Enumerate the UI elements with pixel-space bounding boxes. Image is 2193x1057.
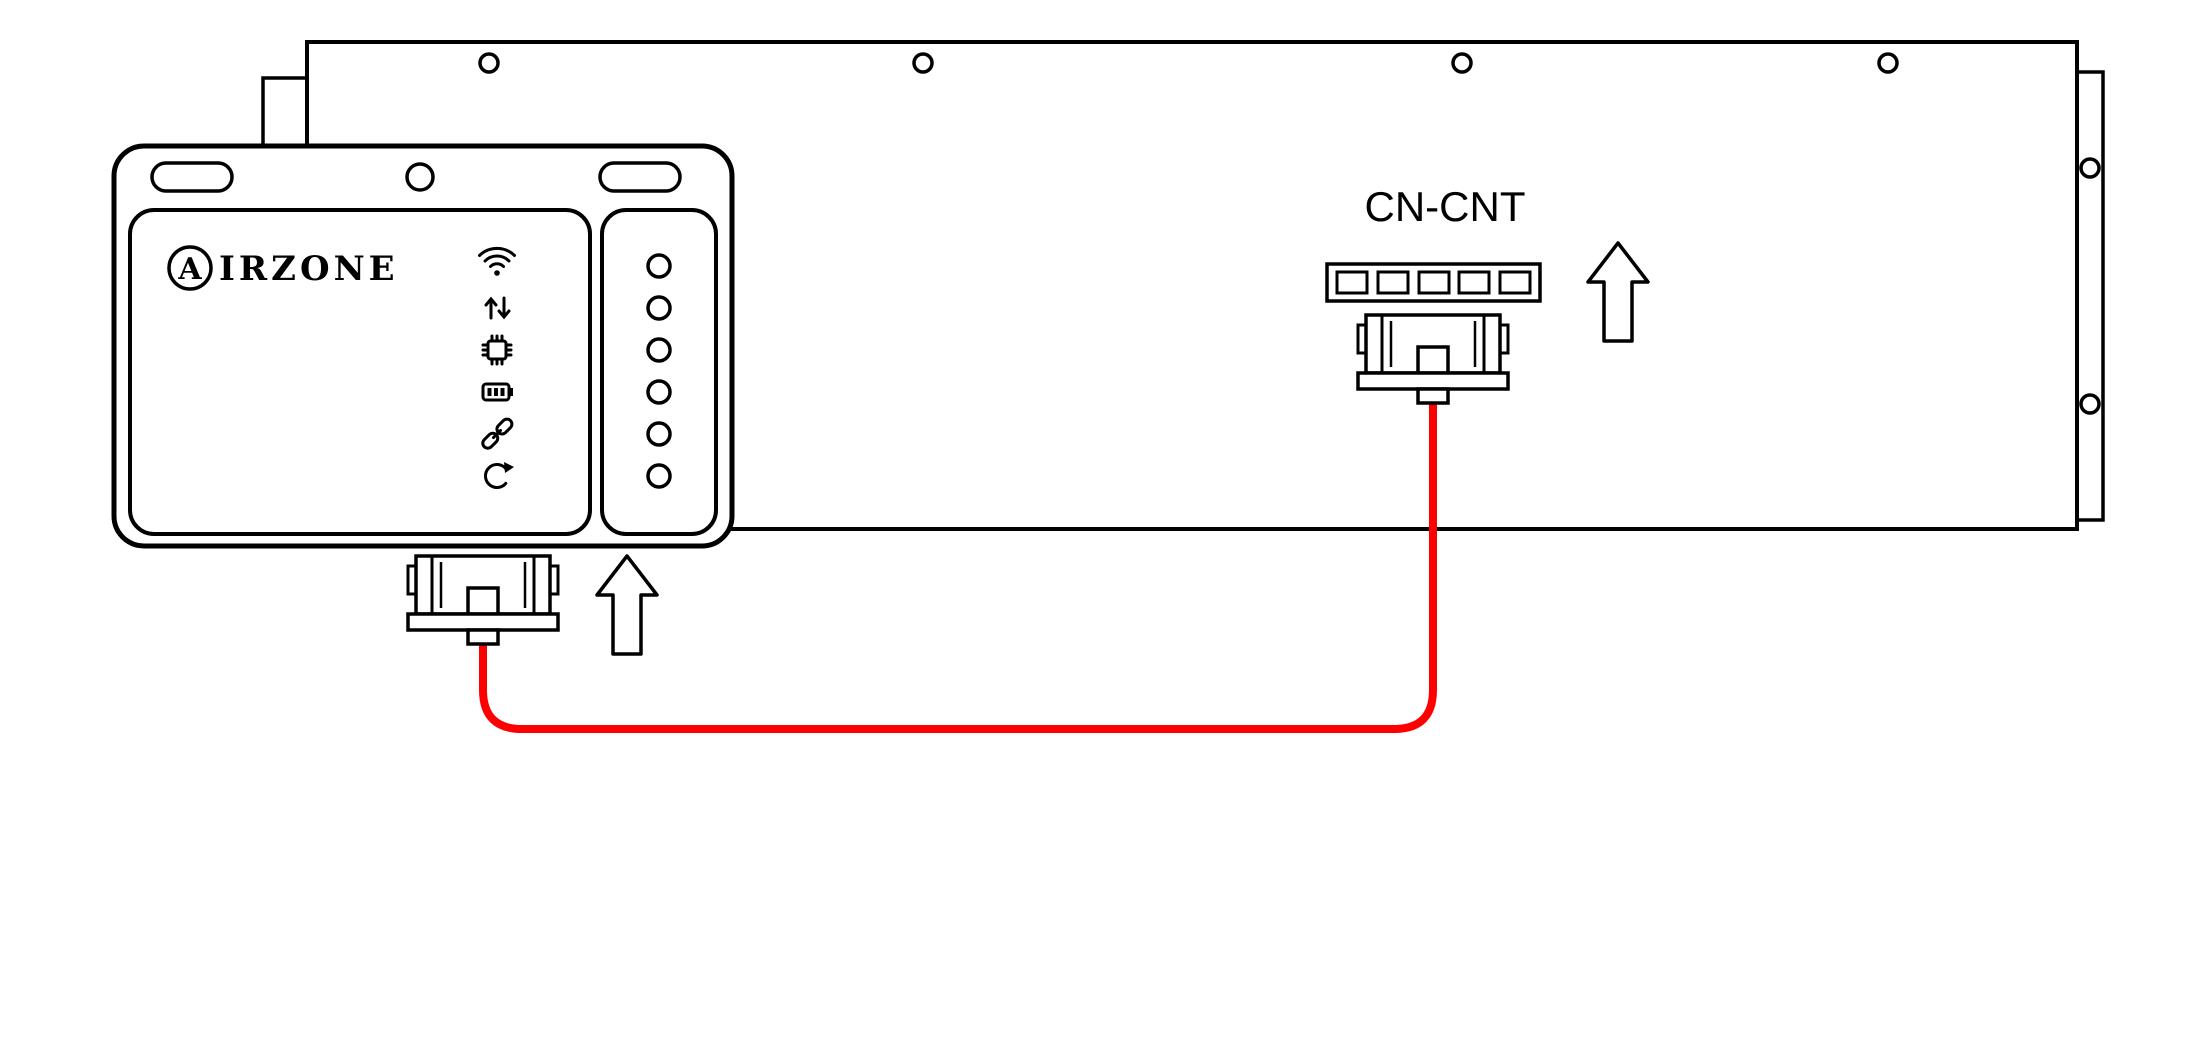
device-connector-area (406, 554, 659, 656)
airzone-logo: A IRZONE (167, 245, 399, 291)
logo-initial: A (177, 252, 202, 287)
cn-cnt-connector-area: CN-CNT (1325, 183, 1650, 405)
led-indicator (646, 295, 672, 321)
terminal-slot (1498, 270, 1532, 295)
led-column (646, 253, 672, 489)
chip-icon (481, 334, 513, 366)
terminal-slot (1457, 270, 1491, 295)
device-face (128, 208, 592, 536)
led-indicator (646, 253, 672, 279)
panel-right-flange (2075, 70, 2105, 522)
led-indicator (646, 421, 672, 447)
mounting-slot (598, 161, 682, 193)
airzone-device: A IRZONE (111, 143, 735, 549)
status-icon-column (478, 246, 516, 489)
panel-screw-hole (1877, 52, 1899, 74)
led-door (600, 208, 718, 536)
panel-screw-hole (1451, 52, 1473, 74)
led-indicator (646, 463, 672, 489)
wifi-icon (478, 246, 516, 276)
mounting-hole (405, 162, 435, 192)
reset-icon (484, 462, 514, 489)
terminal-slot (1335, 270, 1369, 295)
panel-screw-hole (478, 52, 500, 74)
up-arrow (595, 554, 659, 656)
flange-hole (2079, 157, 2101, 179)
led-indicator (646, 337, 672, 363)
flange-hole (2079, 393, 2101, 415)
logo-text: IRZONE (219, 249, 399, 289)
up-arrow (1586, 241, 1650, 343)
terminal-slot (1417, 270, 1451, 295)
led-indicator (646, 379, 672, 405)
logo-circle (167, 245, 213, 291)
panel-cable-plug (1356, 313, 1510, 405)
mounting-slot (150, 161, 234, 193)
connection-cable (479, 395, 1437, 733)
data-transfer-icon (484, 296, 511, 320)
panel-screw-hole (912, 52, 934, 74)
battery-icon (481, 382, 513, 402)
cn-cnt-terminal-block (1325, 262, 1542, 303)
link-icon (481, 417, 514, 450)
cn-cnt-label: CN-CNT (1365, 183, 1526, 230)
terminal-slot (1376, 270, 1410, 295)
device-cable-plug (406, 554, 560, 646)
